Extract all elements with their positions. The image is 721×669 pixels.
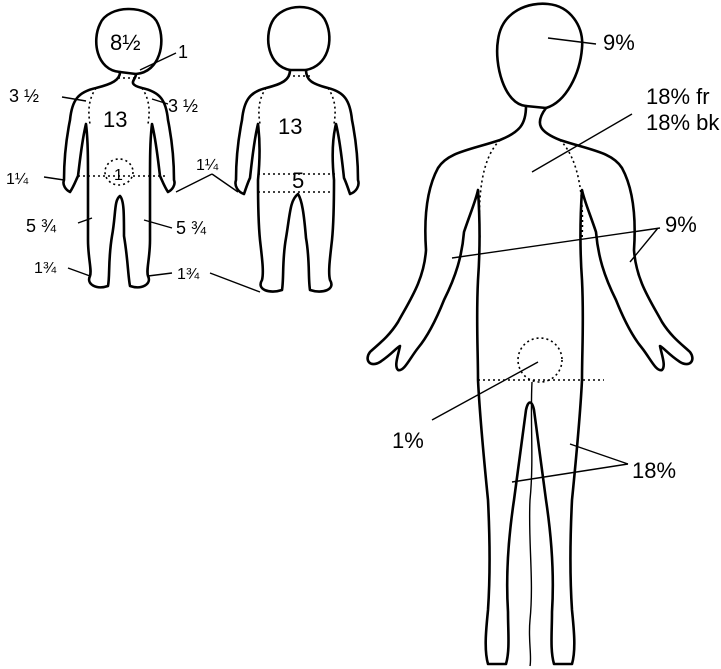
child-front-right-foot-label: 1¾ (177, 266, 200, 283)
child-back-buttocks-label: 5 (292, 168, 304, 193)
child-front-head-label: 8½ (110, 30, 141, 55)
child-front-left-leg-leader (78, 218, 92, 223)
adult-leg-divider (529, 382, 532, 666)
adult-head-label: 9% (603, 30, 635, 55)
child-front-left-hand-leader (44, 177, 64, 180)
child-front-right-leg-label: 5 ¾ (176, 218, 207, 238)
child-front-trunk-label: 13 (103, 107, 127, 132)
adult-head-outline (497, 4, 582, 108)
child-front-neck-label: 1 (178, 42, 188, 62)
child-front-right-arm-label: 3 ½ (168, 96, 198, 116)
adult-legs-label: 18% (632, 458, 676, 483)
child-front-right-arm-leader (152, 99, 168, 104)
adult-genital-label: 1% (392, 428, 424, 453)
adult-shoulder-left (479, 140, 500, 240)
child-front-left-arm-label: 3 ½ (9, 86, 39, 106)
child-front-shoulder-right (142, 88, 149, 124)
child-front-right-leg-leader (144, 220, 172, 228)
adult-head-leader (548, 38, 596, 44)
adult-trunk-front-label: 18% fr (646, 84, 710, 109)
adult-genital-circle (518, 338, 562, 382)
child-front-genital-label: 1 (114, 167, 123, 184)
adult-trunk-back-label: 18% bk (646, 110, 720, 135)
adult-figure (368, 4, 693, 666)
child-front-left-foot-leader (68, 268, 90, 276)
child-back-figure (235, 7, 358, 292)
child-back-shoulder-right (328, 88, 335, 124)
child-front-left-hand-label: 1¼ (6, 171, 29, 188)
adult-legs-leader (512, 444, 628, 482)
child-front-left-leg-label: 5 ¾ (26, 216, 57, 236)
adult-arms-leader (452, 228, 660, 262)
adult-body-outline (368, 106, 693, 664)
child-front-right-hand-label: 1¼ (196, 157, 219, 174)
child-back-shoulder-left (259, 88, 266, 124)
child-front-shoulder-left (89, 88, 96, 124)
adult-shoulder-right (560, 140, 582, 240)
adult-genital-leader (432, 362, 538, 420)
child-front-right-foot-leader (148, 273, 260, 292)
child-front-right-hand-leader (176, 174, 238, 192)
adult-arms-label: 9% (665, 212, 697, 237)
child-front-left-foot-label: 1¾ (34, 260, 57, 277)
child-back-trunk-label: 13 (278, 114, 302, 139)
child-back-head-outline (268, 7, 329, 70)
